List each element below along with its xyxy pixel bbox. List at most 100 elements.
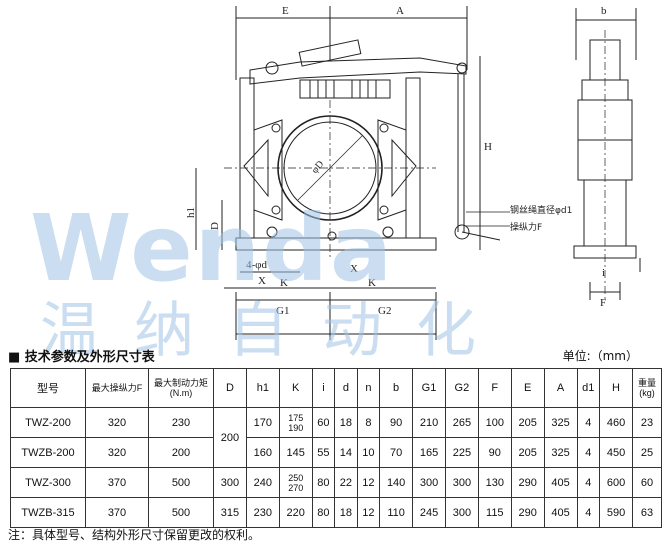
dim-f-label: F [600, 297, 606, 309]
cell-a: 325 [543, 407, 578, 438]
cell-g2: 225 [444, 437, 479, 468]
header-g1: G1 [412, 368, 446, 408]
cell-i: 55 [311, 437, 336, 468]
cell-torque: 230 [148, 407, 214, 438]
header-d1: d1 [576, 368, 601, 408]
cell-model: TWZ-300 [10, 467, 86, 498]
cell-torque: 500 [148, 497, 214, 528]
section-title: ■ 技术参数及外形尺寸表 [8, 350, 155, 365]
cell-f: 90 [477, 437, 512, 468]
header-h: H [599, 368, 633, 408]
dim-a-label: A [396, 5, 404, 17]
header-a: A [543, 368, 578, 408]
cell-h: 590 [599, 497, 633, 528]
dim-x1-label: X [258, 275, 266, 287]
cell-d1: 4 [576, 437, 601, 468]
cell-g1: 165 [412, 437, 446, 468]
cell-h: 460 [599, 407, 633, 438]
cell-b: 70 [379, 437, 414, 468]
dim-i-label: i [602, 267, 605, 279]
cell-h1: 170 [245, 407, 280, 438]
cell-i: 80 [311, 467, 336, 498]
watermark-chinese: 温纳自动化 [40, 296, 510, 366]
header-h1: h1 [245, 368, 280, 408]
dim-x2-label: X [350, 263, 358, 275]
cell-f: 115 [477, 497, 512, 528]
dim-h-label: H [484, 141, 492, 153]
cell-a: 325 [543, 437, 578, 468]
operating-force-label: 操纵力F [510, 221, 542, 233]
dim-phid-label: φD [310, 159, 327, 176]
cell-h1: 160 [245, 437, 280, 468]
header-model: 型号 [10, 368, 86, 408]
cell-e: 205 [510, 437, 545, 468]
cell-g2: 300 [444, 467, 479, 498]
dim-b-label: b [601, 5, 607, 17]
cell-weight: 60 [632, 467, 662, 498]
cell-e: 290 [510, 467, 545, 498]
bottom-dimensions: 4-φd X K X K G1 G2 F [224, 259, 621, 340]
top-dimensions: E A b [235, 5, 637, 80]
header-k: K [278, 368, 313, 408]
cell-b: 140 [379, 467, 414, 498]
cell-b: 90 [379, 407, 414, 438]
cell-h1: 230 [245, 497, 280, 528]
cell-i: 60 [311, 407, 336, 438]
cell-d1: 4 [576, 497, 601, 528]
technical-drawing: E A b [185, 5, 641, 340]
cell-g1: 245 [412, 497, 446, 528]
cell-d: 14 [334, 437, 358, 468]
cell-a: 405 [543, 497, 578, 528]
header-max-torque: 最大制动力矩(N.m) [148, 368, 214, 408]
cell-b: 110 [379, 497, 414, 528]
cell-k: 220 [278, 497, 313, 528]
dim-e-label: E [282, 5, 289, 17]
cell-weight: 63 [632, 497, 662, 528]
cell-i: 80 [311, 497, 336, 528]
cell-n: 8 [356, 407, 381, 438]
cell-d1: 4 [576, 467, 601, 498]
header-g2: G2 [444, 368, 479, 408]
cell-g2: 300 [444, 497, 479, 528]
footnote: 注：具体型号、结构外形尺寸保留更改的权利。 [8, 528, 261, 542]
cell-f: 130 [477, 467, 512, 498]
cell-g1: 300 [412, 467, 446, 498]
cell-e: 205 [510, 407, 545, 438]
unit-label: 单位:（mm） [562, 349, 638, 363]
dim-d-label: D [209, 222, 221, 230]
cell-force: 320 [85, 437, 149, 468]
dim-k2-label: K [368, 277, 376, 289]
cell-force: 370 [85, 497, 149, 528]
cell-d: 315 [213, 497, 247, 528]
table-row: TWZB-315 370 500 315 230 220 80 18 12 11… [10, 497, 662, 528]
header-b: b [379, 368, 414, 408]
cell-h: 450 [599, 437, 633, 468]
cell-model: TWZB-315 [10, 497, 86, 528]
cell-d: 18 [334, 407, 358, 438]
table-header-row: 型号 最大操纵力F 最大制动力矩(N.m) D h1 K i d n b G1 … [10, 368, 662, 408]
cell-force: 320 [85, 407, 149, 438]
cell-torque: 500 [148, 467, 214, 498]
side-dimensions: H h1 D i [185, 56, 641, 279]
cell-n: 12 [356, 467, 381, 498]
header-d-small: d [334, 368, 358, 408]
dim-4phid-label: 4-φd [246, 259, 268, 271]
cell-g2: 265 [444, 407, 479, 438]
cell-g1: 210 [412, 407, 446, 438]
cell-n: 10 [356, 437, 381, 468]
cell-model: TWZ-200 [10, 407, 86, 438]
cell-h1: 240 [245, 467, 280, 498]
header-f: F [477, 368, 512, 408]
callouts: 钢丝绳直径φd1 操纵力F [466, 204, 572, 233]
cell-e: 290 [510, 497, 545, 528]
cell-d: 22 [334, 467, 358, 498]
wire-diameter-label: 钢丝绳直径φd1 [510, 204, 572, 216]
header-weight: 重量(kg) [632, 368, 662, 408]
cell-weight: 25 [632, 437, 662, 468]
spec-table: 型号 最大操纵力F 最大制动力矩(N.m) D h1 K i d n b G1 … [10, 368, 662, 528]
cell-k: 145 [278, 437, 313, 468]
